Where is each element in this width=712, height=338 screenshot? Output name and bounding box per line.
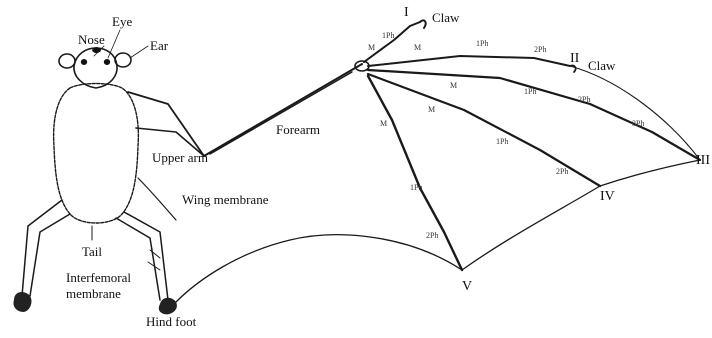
digit-4-phalanx-2-label: 2Ph	[556, 167, 568, 176]
tail-label: Tail	[82, 244, 102, 259]
metacarpal-5-label: M	[380, 119, 387, 128]
digit-1-bone	[364, 22, 420, 62]
digit-5-phalanx-2-label: 2Ph	[426, 231, 438, 240]
digit-2-bone	[368, 56, 570, 66]
metacarpal-1-label: M	[368, 43, 375, 52]
nose-label: Nose	[78, 32, 105, 47]
claw-1-label: Claw	[432, 10, 460, 25]
forearm-bone-2	[210, 72, 352, 154]
left-leg-inner	[30, 214, 70, 296]
interfemoral-label: Interfemoral	[66, 270, 131, 285]
right-leg-inner	[116, 218, 160, 300]
membrane-edge-3-4	[600, 160, 700, 186]
ear-pointer	[130, 46, 148, 58]
digit-5-label: V	[462, 279, 472, 294]
right-foot	[159, 298, 177, 315]
digit-1-label: I	[404, 5, 409, 20]
eye-label: Eye	[112, 14, 132, 29]
metacarpal-3-label: M	[450, 81, 457, 90]
digit-3-label: III	[696, 153, 710, 168]
forearm-bone	[204, 64, 362, 156]
digit-2-phalanx-2-label: 2Ph	[534, 45, 546, 54]
digit-4-label: IV	[600, 189, 615, 204]
digit-3-phalanx-1-label: 1Ph	[524, 87, 536, 96]
torso	[54, 84, 139, 224]
digit-1-phalanx-1-label: 1Ph	[382, 31, 394, 40]
wing-membrane-label: Wing membrane	[182, 192, 269, 207]
digits	[364, 20, 700, 270]
digit-1-claw	[420, 20, 426, 28]
hind-foot-label: Hind foot	[146, 314, 197, 329]
right-leg-outer	[124, 212, 168, 300]
left-ear	[59, 54, 75, 68]
left-foot	[13, 292, 31, 312]
metacarpal-2-label: M	[414, 43, 421, 52]
digit-3-phalanx-3-label: 3Ph	[632, 119, 644, 128]
membrane-edge-5-foot	[176, 235, 462, 302]
left-eye	[81, 59, 87, 65]
membrane-edge-4-5	[462, 186, 600, 270]
digit-3-phalanx-2-label: 2Ph	[578, 95, 590, 104]
forearm-label: Forearm	[276, 122, 320, 137]
left-leg-outer	[22, 200, 62, 296]
right-eye	[104, 59, 110, 65]
claw-2-label: Claw	[588, 58, 616, 73]
digit-numerals: I II III IV V	[404, 5, 710, 294]
metacarpal-4-label: M	[428, 105, 435, 114]
digit-5-phalanx-1-label: 1Ph	[410, 183, 422, 192]
digit-4-phalanx-1-label: 1Ph	[496, 137, 508, 146]
membrane-body-edge	[138, 178, 176, 220]
membrane-edge-2-3	[570, 66, 700, 160]
ear-label: Ear	[150, 38, 169, 53]
membrane-label: membrane	[66, 286, 121, 301]
digit-2-label: II	[570, 51, 580, 66]
upper-arm-label: Upper arm	[152, 150, 208, 165]
arm-bones	[128, 61, 369, 156]
digit-2-phalanx-1-label: 1Ph	[476, 39, 488, 48]
